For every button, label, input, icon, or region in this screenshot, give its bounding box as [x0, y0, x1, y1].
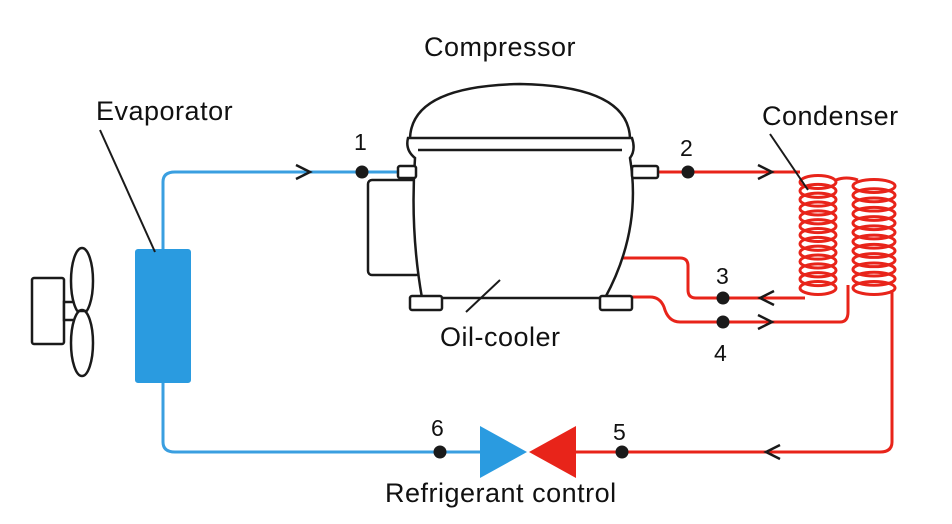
coil-loop [851, 252, 897, 269]
point-3-label: 3 [716, 263, 729, 289]
compressor-dome [408, 82, 632, 142]
coil-loop [798, 200, 838, 217]
refrigerant-control-label: Refrigerant control [385, 478, 617, 508]
coil-loop [851, 215, 897, 232]
coil-loop [851, 242, 897, 259]
point-3-dot [716, 291, 730, 305]
point-5-dot [615, 445, 629, 459]
coil-loop [851, 280, 897, 296]
coil-loop [798, 280, 838, 296]
condenser-label: Condenser [762, 101, 899, 131]
coil-loop [851, 261, 897, 278]
compressor-label: Compressor [424, 32, 577, 62]
compressor-foot-left [408, 294, 444, 312]
point-6-dot [433, 445, 447, 459]
coil-loop [851, 196, 897, 213]
coil-loop [851, 233, 897, 250]
oil-cooler-outlet-line [460, 285, 850, 324]
coil-loop [798, 218, 838, 235]
coil-loop [851, 205, 897, 222]
low-pressure-lines [161, 170, 488, 454]
point-2-label: 2 [680, 135, 693, 161]
oil-cooler-return-line [500, 256, 805, 300]
flow-arrow-icon [763, 443, 781, 461]
flow-arrow-icon [295, 163, 313, 181]
oil-cooler-leader [465, 279, 501, 313]
condenser-leader [769, 133, 809, 191]
suction-port [396, 164, 418, 180]
suction-line [161, 170, 400, 250]
point-1-label: 1 [354, 129, 367, 155]
measurement-points [355, 165, 730, 459]
evaporator-label: Evaporator [96, 96, 234, 126]
evaporator-return-line [161, 382, 488, 454]
compressor [366, 82, 660, 312]
point-2-dot [681, 165, 695, 179]
point-4-label: 4 [714, 340, 727, 366]
leader-lines [99, 129, 809, 313]
point-4-dot [716, 315, 730, 329]
valve-red-half [529, 426, 576, 478]
coil-loop [798, 271, 838, 288]
compressor-terminal-box [366, 178, 422, 277]
coil-loop [798, 182, 838, 199]
refrigerant-control-valve [480, 426, 576, 478]
flow-arrows [295, 163, 781, 461]
coil-loop [851, 270, 897, 287]
compressor-foot-right [598, 294, 634, 312]
flow-arrow-icon [757, 163, 775, 181]
oil-cooler-label: Oil-cooler [440, 322, 561, 352]
fan-icon [30, 246, 95, 378]
point-1-dot [355, 165, 369, 179]
coil-loop [798, 209, 838, 226]
coil-loop [798, 174, 838, 190]
point-6-label: 6 [431, 415, 444, 441]
coil-loop [851, 224, 897, 241]
coil-loop [798, 262, 838, 279]
flow-arrow-icon [757, 289, 775, 307]
coil-loop [798, 191, 838, 208]
coil-loop [851, 187, 897, 204]
point-5-label: 5 [613, 419, 626, 445]
evaporator-leader [99, 129, 156, 253]
coil-loop [798, 235, 838, 252]
condenser-crossover-line [835, 176, 859, 182]
evaporator [135, 249, 191, 383]
coil-loop [798, 253, 838, 270]
coil-loop [798, 244, 838, 261]
valve-blue-half [480, 426, 527, 478]
coil-loop [851, 178, 897, 194]
coil-loop [798, 227, 838, 243]
liquid-line [568, 290, 894, 454]
flow-arrow-icon [757, 313, 775, 331]
discharge-port [630, 164, 660, 180]
compressor-shell [406, 136, 635, 300]
condenser-coil-left [798, 174, 838, 296]
condenser-coil-right [851, 178, 897, 296]
